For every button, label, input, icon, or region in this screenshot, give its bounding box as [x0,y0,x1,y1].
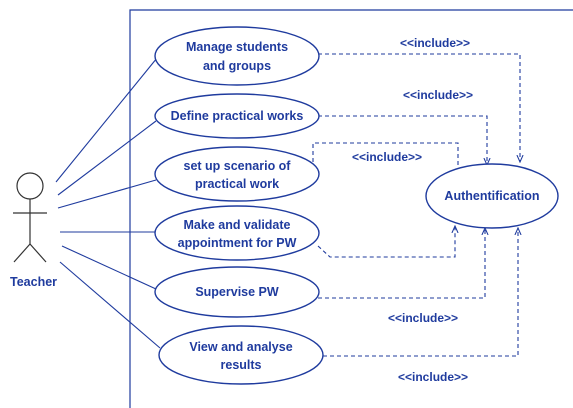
include-appointment [317,226,455,258]
use-case-supervise-pw[interactable]: Supervise PW [154,266,320,318]
use-case-label: appointment for PW [178,236,297,250]
teacher-actor: Teacher [10,172,57,289]
include-connectors [312,53,520,357]
include-label-define: <<include>> [403,88,473,102]
use-case-set-up-scenario[interactable]: set up scenario of practical work [154,146,320,202]
include-label-manage: <<include>> [400,36,470,50]
use-case-label: Supervise PW [195,285,279,299]
assoc-scenario [57,179,157,209]
associations [55,57,161,349]
use-case-label: Define practical works [171,109,304,123]
assoc-analyse [59,261,161,349]
use-case-make-appointment[interactable]: Make and validate appointment for PW [154,205,320,261]
use-case-define-practical-works[interactable]: Define practical works [154,93,320,139]
include-analyse [323,228,518,357]
include-label-scenario: <<include>> [352,150,422,164]
use-case-label: View and analyse [189,340,292,354]
use-case-label: Authentification [444,189,539,203]
include-scenario [312,142,458,176]
include-manage [318,53,520,162]
use-case-label: Manage students [186,40,288,54]
include-label-analyse: <<include>> [398,370,468,384]
use-case-view-analyse-results[interactable]: View and analyse results [158,325,324,385]
use-case-label: Make and validate [184,218,291,232]
use-case-manage-students[interactable]: Manage students and groups [154,26,320,86]
assoc-manage [55,57,158,183]
actor-label: Teacher [10,275,57,289]
include-label-supervise: <<include>> [388,311,458,325]
include-define [318,115,487,165]
assoc-supervise [61,245,157,290]
use-case-authentification[interactable]: Authentification [425,163,559,229]
use-case-label: practical work [195,177,279,191]
use-case-label: set up scenario of [184,159,292,173]
assoc-define [57,120,157,196]
system-boundary [129,9,573,408]
include-supervise [318,228,485,299]
use-case-label: and groups [203,59,271,73]
use-case-label: results [221,358,262,372]
